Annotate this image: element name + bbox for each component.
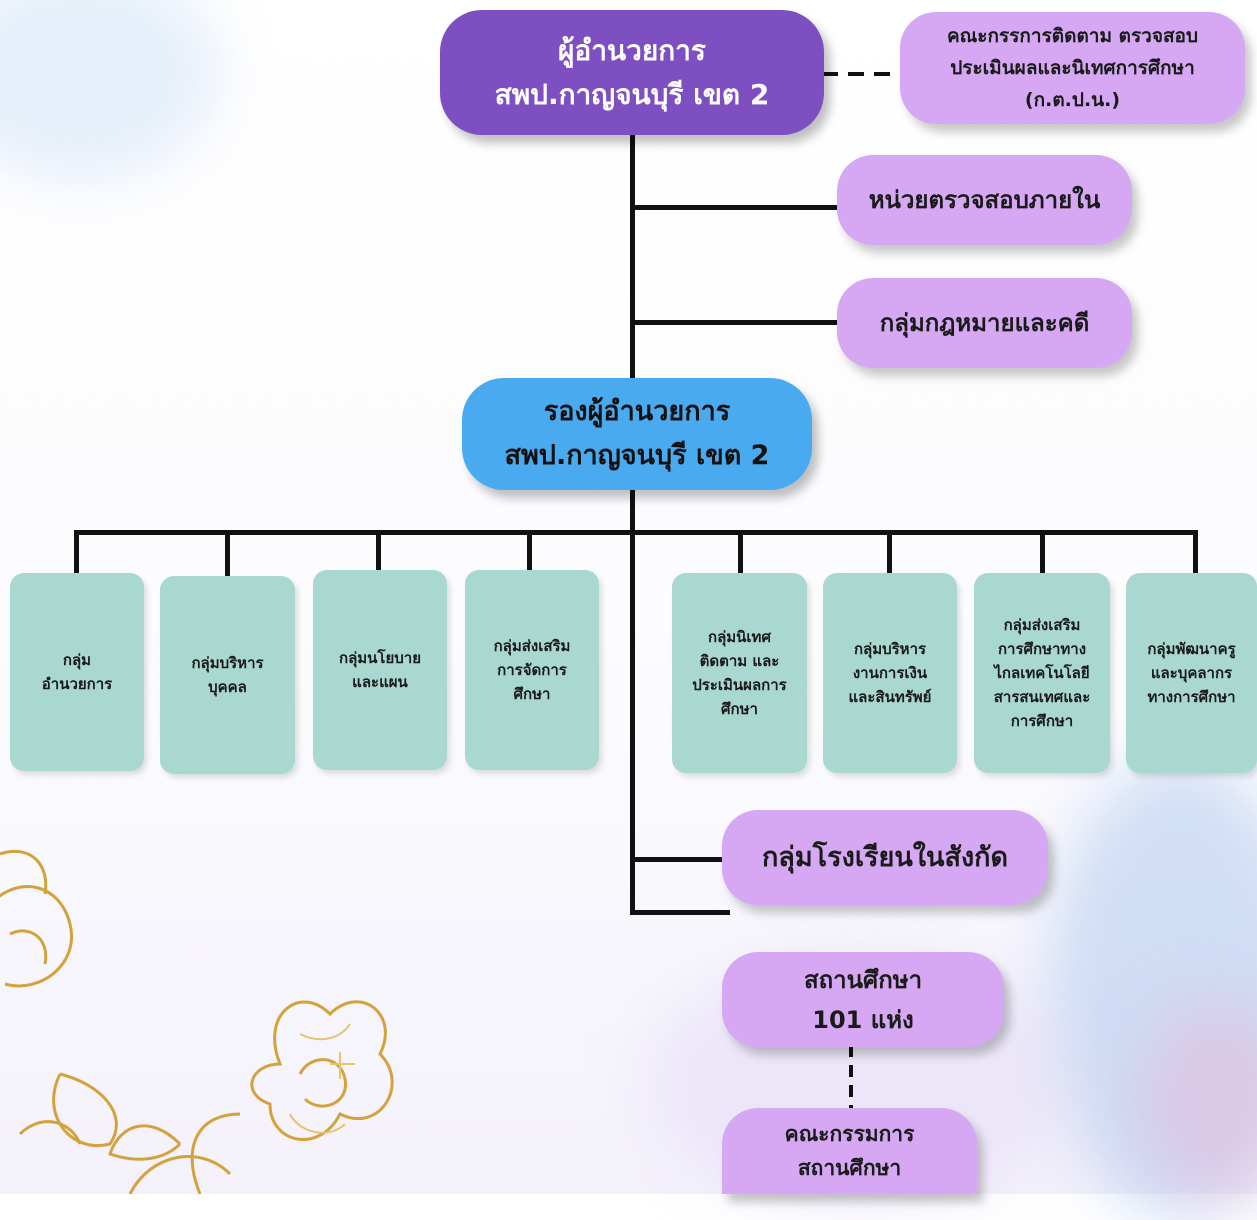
branch-line-legal bbox=[630, 320, 840, 325]
background-wash-bottom-right-pink bbox=[1140, 1000, 1257, 1200]
group-card-distance-tech[interactable]: กลุ่มส่งเสริม การศึกษาทาง ไกลเทคโนโลยี ส… bbox=[974, 573, 1110, 773]
drop-line-3 bbox=[376, 530, 381, 572]
legal-group-box[interactable]: กลุ่มกฎหมายและคดี bbox=[837, 278, 1132, 368]
school-committee-box[interactable]: คณะกรรมการ สถานศึกษา bbox=[722, 1108, 977, 1194]
drop-line-5 bbox=[738, 530, 743, 575]
committee-box[interactable]: คณะกรรการติดตาม ตรวจสอบ ประเมินผลและนิเท… bbox=[900, 12, 1245, 124]
director-box[interactable]: ผู้อำนวยการ สพป.กาญจนบุรี เขต 2 bbox=[440, 10, 824, 135]
groups-bus-line bbox=[74, 530, 1198, 535]
dashed-link-committee bbox=[822, 72, 904, 76]
deputy-director-box[interactable]: รองผู้อำนวยการ สพป.กาญจนบุรี เขต 2 bbox=[462, 378, 812, 490]
schools-box[interactable]: สถานศึกษา 101 แห่ง bbox=[722, 952, 1004, 1047]
group-card-supervision[interactable]: กลุ่มนิเทศ ติดตาม และ ประเมินผลการ ศึกษา bbox=[672, 573, 807, 773]
drop-line-2 bbox=[225, 530, 230, 578]
group-card-finance-assets[interactable]: กลุ่มบริหาร งานการเงิน และสินทรัพย์ bbox=[823, 573, 957, 773]
flower-decoration-icon bbox=[0, 849, 394, 1194]
branch-line-schools-group bbox=[630, 857, 730, 862]
group-card-policy-planning[interactable]: กลุ่มนโยบาย และแผน bbox=[313, 570, 447, 770]
group-card-teacher-development[interactable]: กลุ่มพัฒนาครู และบุคลากร ทางการศึกษา bbox=[1126, 573, 1257, 773]
group-card-personnel[interactable]: กลุ่มบริหาร บุคคล bbox=[160, 576, 295, 774]
drop-line-1 bbox=[74, 530, 79, 575]
drop-line-4 bbox=[527, 530, 532, 572]
drop-line-7 bbox=[1040, 530, 1045, 575]
drop-line-6 bbox=[887, 530, 892, 575]
schools-group-box[interactable]: กลุ่มโรงเรียนในสังกัด bbox=[722, 810, 1048, 905]
drop-line-8 bbox=[1193, 530, 1198, 575]
branch-line-schools bbox=[630, 910, 730, 915]
group-card-education-promotion[interactable]: กลุ่มส่งเสริม การจัดการ ศึกษา bbox=[465, 570, 599, 770]
background-wash-bottom-right bbox=[1050, 760, 1257, 1220]
main-trunk-line bbox=[630, 135, 635, 915]
dashed-link-school-committee bbox=[849, 1045, 853, 1110]
background-wash-top-left bbox=[0, 0, 220, 180]
internal-audit-box[interactable]: หน่วยตรวจสอบภายใน bbox=[837, 155, 1132, 245]
group-card-administration[interactable]: กลุ่ม อำนวยการ bbox=[10, 573, 144, 771]
branch-line-internal-audit bbox=[630, 205, 840, 210]
